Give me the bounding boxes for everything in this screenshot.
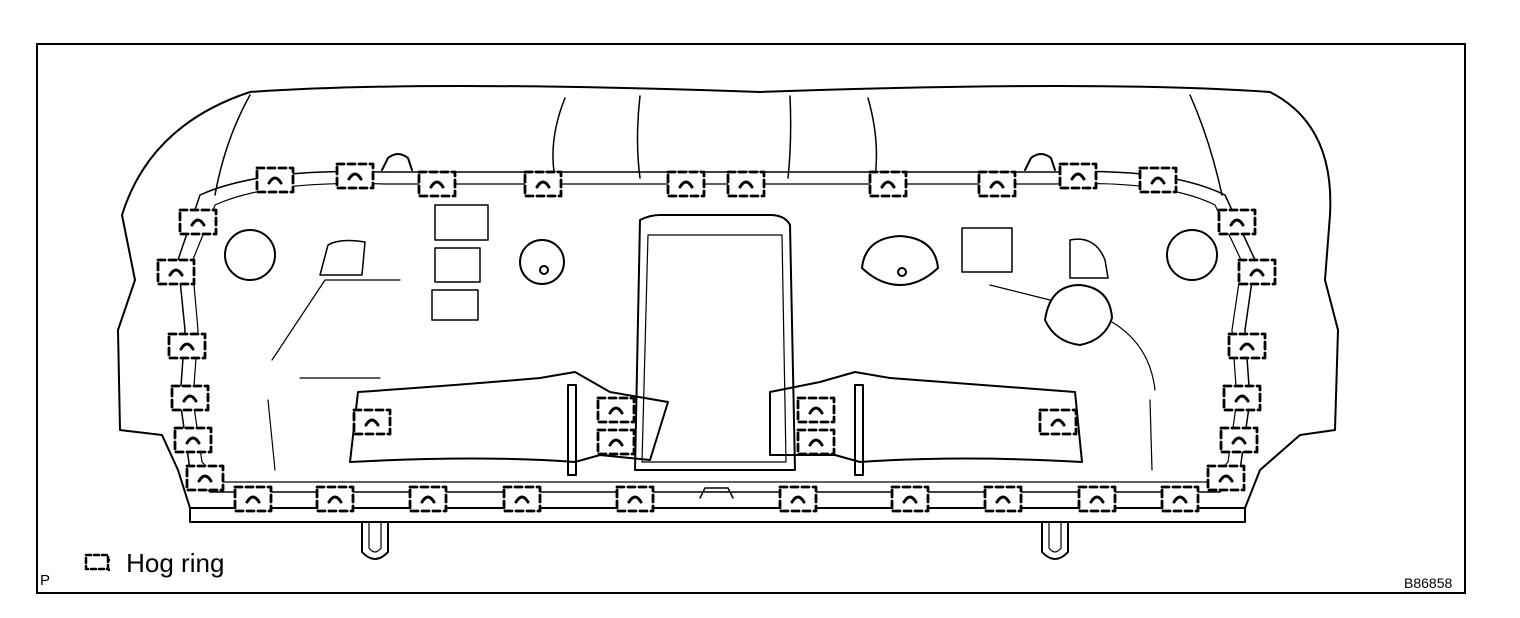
legend-label: Hog ring bbox=[126, 548, 225, 578]
hog-ring bbox=[178, 208, 218, 236]
hog-ring-group bbox=[156, 162, 1277, 513]
figure-id: B86858 bbox=[1404, 575, 1453, 591]
hog-ring bbox=[796, 396, 836, 424]
hog-ring bbox=[352, 408, 392, 436]
right-bulge bbox=[1044, 284, 1113, 346]
hog-ring bbox=[156, 258, 196, 286]
corner-mark: P bbox=[40, 572, 51, 589]
hog-ring bbox=[1058, 162, 1098, 190]
right-post bbox=[1041, 521, 1069, 560]
hog-ring bbox=[868, 170, 908, 198]
hog-ring bbox=[173, 426, 213, 454]
left-bracket-a bbox=[319, 239, 366, 276]
right-belt-buckle bbox=[854, 384, 864, 476]
diagram-frame bbox=[36, 43, 1466, 594]
hog-ring bbox=[1077, 485, 1117, 513]
hog-ring bbox=[796, 428, 836, 456]
hog-ring bbox=[335, 162, 375, 190]
inner-trim-offset bbox=[191, 182, 1243, 483]
hog-ring bbox=[890, 485, 930, 513]
right-post-inner bbox=[1048, 521, 1062, 553]
right-inner-dot bbox=[897, 267, 907, 277]
hog-ring-symbol-icon bbox=[84, 553, 110, 571]
right-diagonal-lines bbox=[989, 284, 1156, 471]
seat-outline bbox=[117, 85, 1339, 509]
legend-colon: : bbox=[106, 550, 113, 576]
right-outer-circle bbox=[1166, 229, 1218, 281]
hog-ring bbox=[408, 485, 448, 513]
hog-ring bbox=[170, 384, 210, 412]
bottom-notch bbox=[699, 487, 734, 499]
hog-ring bbox=[1217, 208, 1257, 236]
legend: : Hog ring bbox=[84, 548, 224, 579]
hog-ring bbox=[167, 332, 207, 360]
right-bracket-a bbox=[961, 227, 1013, 273]
right-belt-strap bbox=[769, 371, 1083, 463]
right-bracket-b bbox=[1069, 238, 1109, 279]
center-panel-inner bbox=[641, 234, 787, 463]
hog-ring bbox=[726, 170, 766, 198]
right-inner-recess bbox=[861, 235, 939, 286]
left-belt-strap bbox=[349, 371, 669, 463]
left-outer-circle bbox=[224, 229, 276, 281]
hog-ring bbox=[1138, 166, 1178, 194]
hog-ring bbox=[185, 464, 225, 492]
center-panel bbox=[634, 214, 796, 471]
hog-ring bbox=[615, 485, 655, 513]
upper-cushion-lines bbox=[214, 94, 1223, 196]
hog-ring bbox=[666, 170, 706, 198]
hog-ring bbox=[1237, 258, 1277, 286]
hog-ring bbox=[255, 166, 295, 194]
hog-ring bbox=[523, 170, 563, 198]
hog-ring bbox=[1227, 332, 1267, 360]
hog-ring bbox=[778, 485, 818, 513]
hog-ring bbox=[502, 485, 542, 513]
left-post-inner bbox=[368, 521, 382, 553]
left-inner-dot bbox=[539, 265, 549, 275]
left-bracket-b bbox=[431, 204, 489, 321]
inner-trim-channel bbox=[177, 170, 1256, 493]
hog-ring bbox=[1038, 408, 1078, 436]
left-inner-circle bbox=[519, 239, 565, 285]
hog-ring bbox=[977, 170, 1017, 198]
hog-ring bbox=[1222, 384, 1262, 412]
hog-ring bbox=[596, 396, 636, 424]
left-belt-buckle bbox=[567, 384, 577, 476]
hog-ring bbox=[1206, 464, 1246, 492]
hog-ring bbox=[1219, 426, 1259, 454]
hog-ring bbox=[315, 485, 355, 513]
hog-ring bbox=[1160, 485, 1200, 513]
right-guide-tab bbox=[1024, 153, 1056, 171]
left-diagonal-lines bbox=[267, 279, 401, 471]
left-guide-tab bbox=[381, 153, 413, 171]
hog-ring bbox=[596, 428, 636, 456]
hog-ring bbox=[983, 485, 1023, 513]
hog-ring bbox=[417, 170, 457, 198]
left-post bbox=[361, 521, 389, 560]
hog-ring bbox=[233, 485, 273, 513]
